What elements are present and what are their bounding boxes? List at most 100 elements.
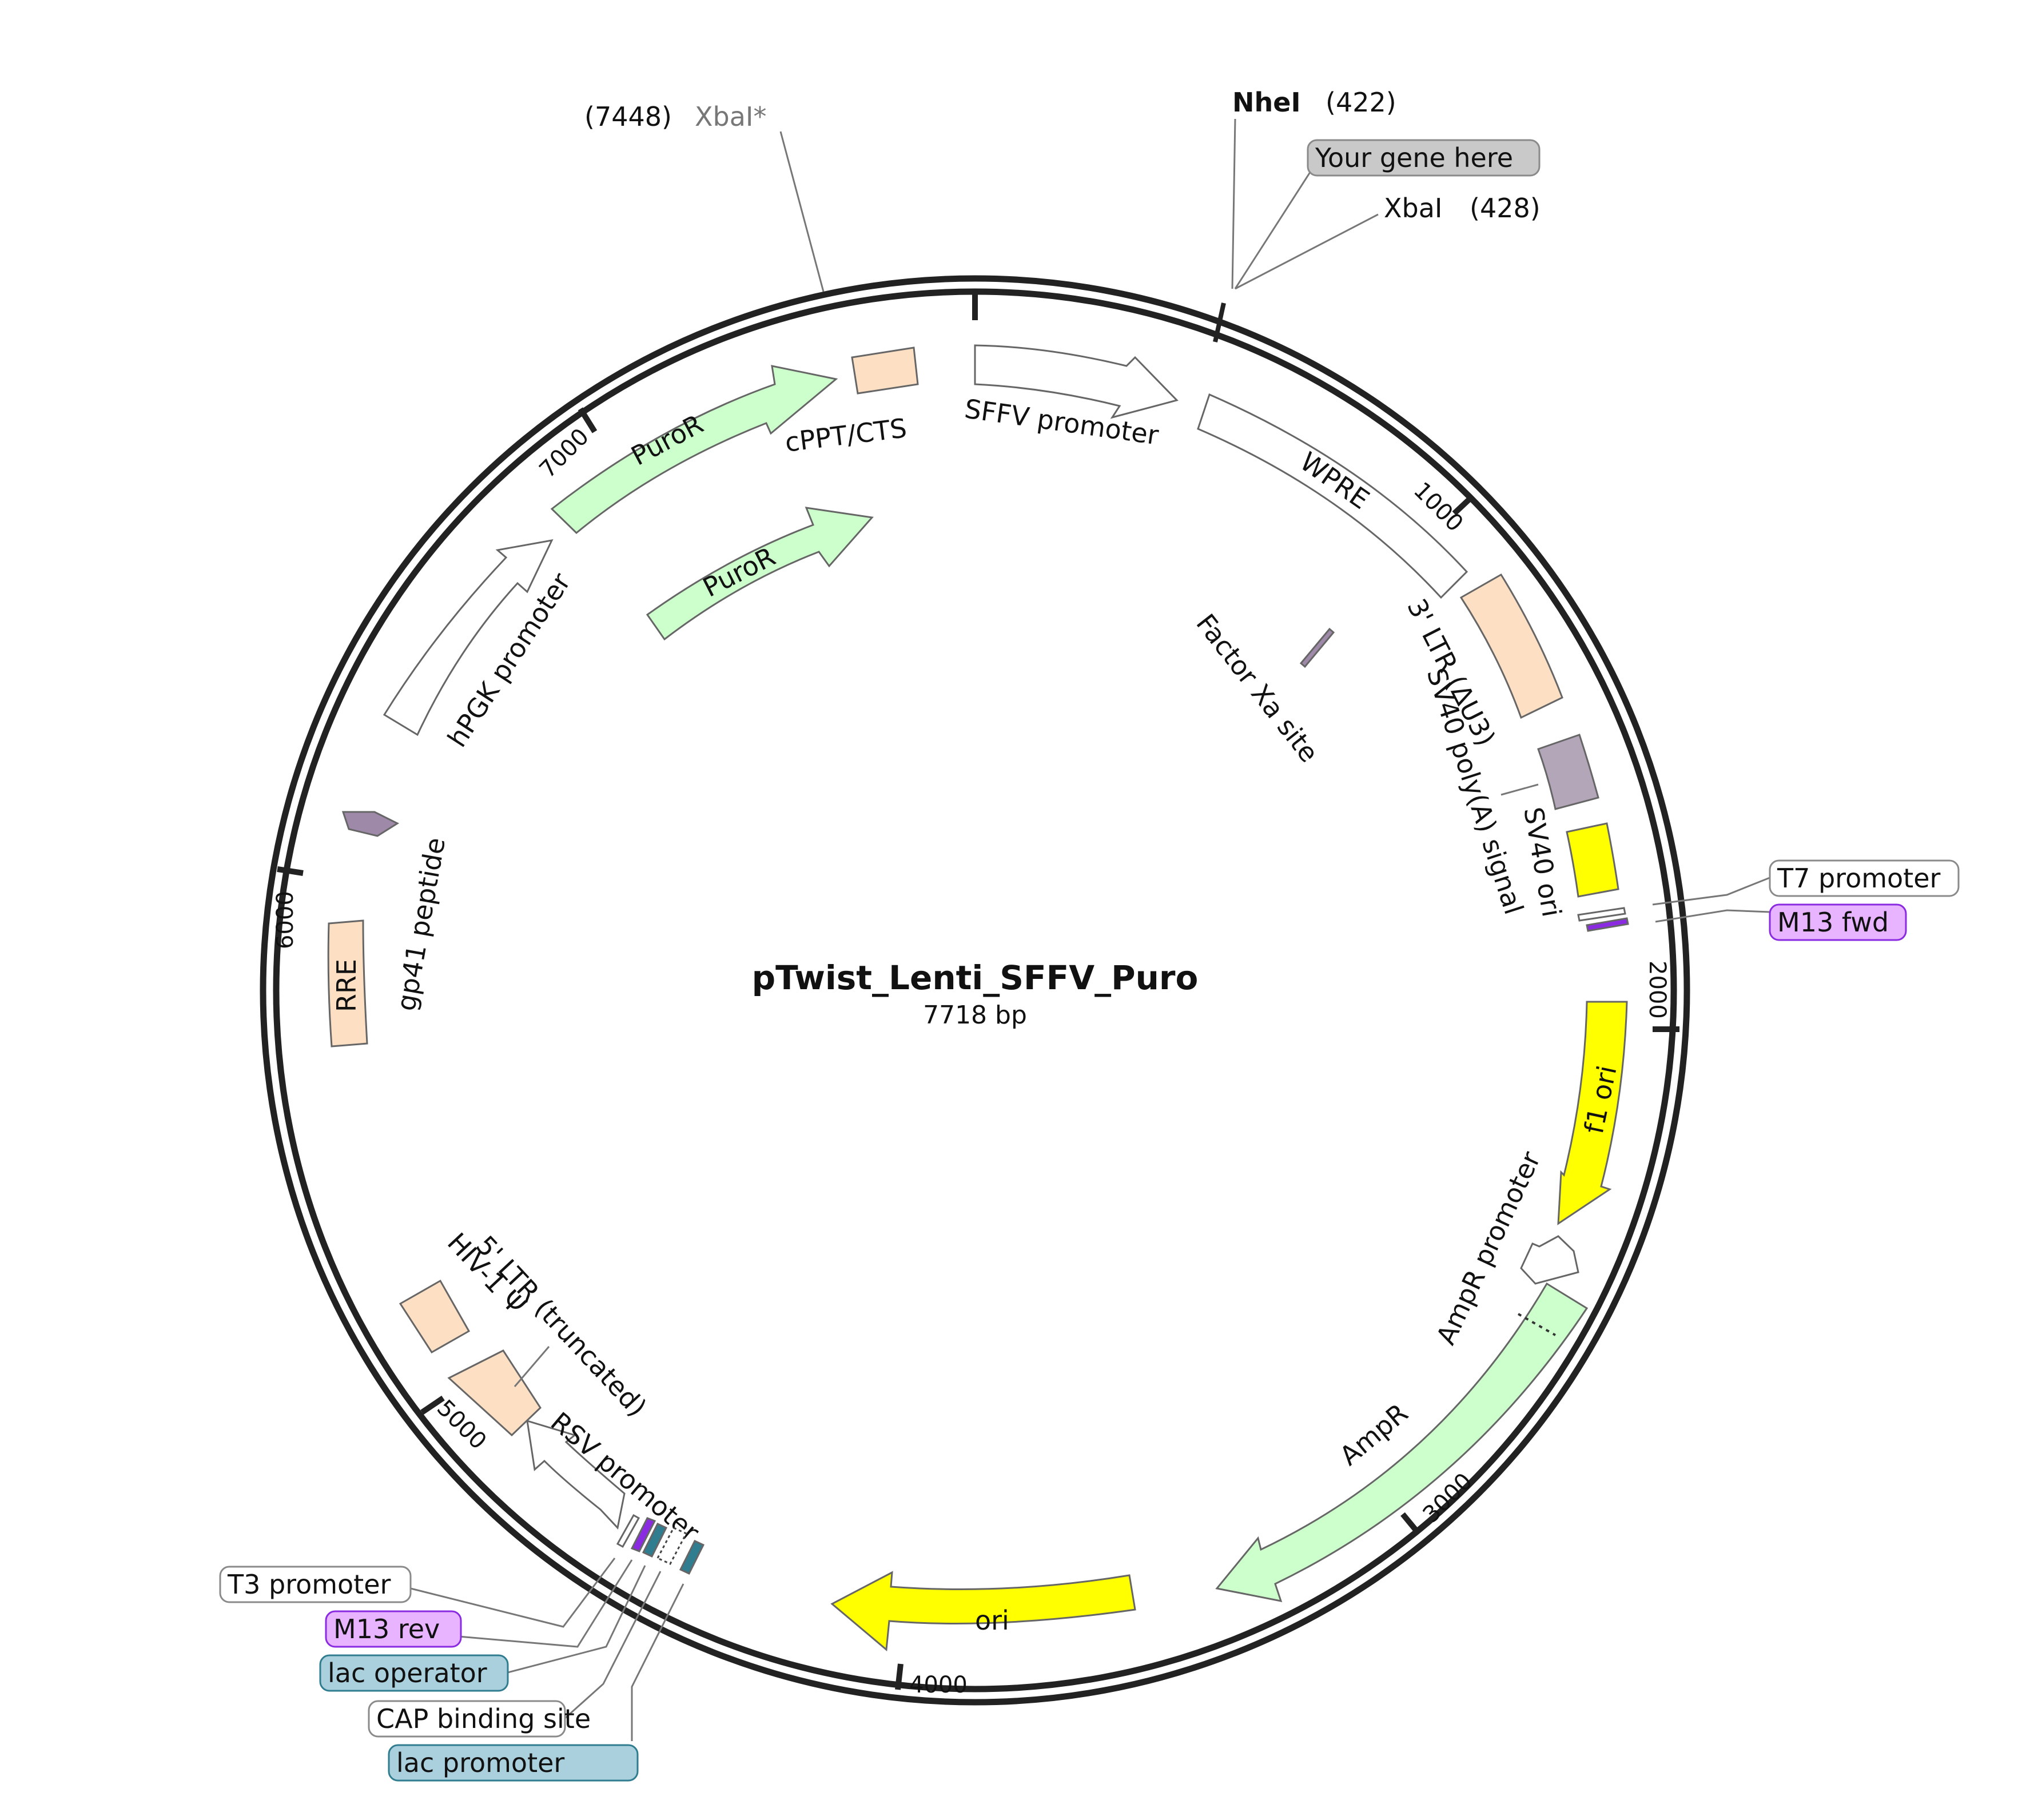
t3-promoter-mark <box>616 1514 640 1548</box>
t7-promoter-label: T7 promoter <box>1777 863 1941 894</box>
rre-label: RRE <box>331 959 362 1012</box>
feature-f1-ori: f1 ori <box>1557 1001 1628 1225</box>
puror-inner-label: PuroR <box>698 541 780 603</box>
xbai-position: (428) <box>1470 193 1541 224</box>
feature-t3-promoter: T3 promoter <box>219 1566 412 1603</box>
feature-ampr: AmpR <box>1215 1282 1589 1602</box>
t7-promoter-mark <box>1577 907 1626 922</box>
cppt-cts-block <box>851 347 919 395</box>
feature-puror-inner: PuroR <box>646 507 874 641</box>
lac-promoter-box <box>368 1700 566 1738</box>
tick-3000 <box>1400 1512 1421 1536</box>
m13-fwd-box <box>1769 903 1907 941</box>
hiv1-psi-block <box>399 1279 471 1354</box>
feature-lac-cluster <box>616 1514 705 1575</box>
plasmid-name: pTwist_Lenti_SFFV_Puro <box>752 958 1199 997</box>
site-xbai-star: (7448) XbaI* <box>584 101 825 292</box>
xbai-star-leader <box>779 131 825 292</box>
lac-promoter-label: CAP binding site <box>376 1703 591 1734</box>
m13-fwd-label: M13 fwd <box>1777 907 1889 938</box>
nhei-leader <box>1231 118 1236 289</box>
tick-label-6000: 6000 <box>272 891 298 949</box>
t3-promoter-label: T3 promoter <box>227 1569 391 1600</box>
t7-promoter-leader <box>1652 877 1770 906</box>
cap-binding-box <box>388 1744 639 1782</box>
ampr-arrow <box>1215 1282 1589 1602</box>
plasmid-title: pTwist_Lenti_SFFV_Puro 7718 bp <box>752 958 1199 1030</box>
t3-promoter-box <box>219 1566 412 1603</box>
your-gene-leader <box>1234 168 1314 289</box>
feature-sv40-ori: SV40 ori <box>1518 805 1619 919</box>
wpre-block <box>1197 393 1468 599</box>
m13-rev-leader <box>412 1559 633 1648</box>
feature-sv40-polya: SV40 poly(A) signal <box>1421 664 1599 918</box>
m13-rev-label: M13 rev <box>333 1614 440 1644</box>
feature-lac-promoter: CAP binding site <box>368 1700 591 1738</box>
site-xbai: XbaI (428) <box>1235 193 1541 290</box>
tick-label-7000: 7000 <box>535 424 595 484</box>
feature-ori: ori <box>830 1571 1136 1651</box>
hpgk-promoter-arrow <box>383 539 554 736</box>
sffv-promoter-arrow <box>974 344 1179 419</box>
gp41-label: gp41 peptide <box>391 835 451 1013</box>
lac-operator-box <box>319 1654 509 1692</box>
t3-promoter-leader <box>410 1558 616 1628</box>
tick-4000 <box>895 1663 903 1690</box>
xbai-star-position: (7448) <box>584 101 672 132</box>
tick-6000 <box>277 866 304 876</box>
sv40-ori-block <box>1566 822 1619 898</box>
tick-5000 <box>420 1395 445 1415</box>
hiv1-psi-leader <box>514 1346 550 1387</box>
lac-cluster-leaders <box>410 1558 684 1741</box>
lac-promoter-leader <box>564 1571 662 1719</box>
sv40-polya-leader <box>1500 783 1539 796</box>
m13-fwd-mark <box>1586 917 1629 932</box>
tick-label-4000: 4000 <box>909 1672 968 1698</box>
feature-rre: RRE <box>327 919 368 1048</box>
t7-promoter-box <box>1769 859 1960 897</box>
f1-ori-arrow <box>1557 1001 1628 1225</box>
hpgk-promoter-label: hPGK promoter <box>441 567 576 752</box>
lac-promoter-mark <box>656 1527 688 1565</box>
site-nhei: NheI (422) <box>1231 87 1396 289</box>
feature-t7-m13fwd-marks <box>1577 877 1770 932</box>
feature-factor-xa: Factor Xa site <box>1190 608 1335 768</box>
xbai-leader <box>1235 213 1379 290</box>
5ltr-block <box>447 1349 542 1437</box>
gp41-arrow <box>341 811 400 837</box>
backbone <box>260 275 1690 1706</box>
ampr-promoter-arrow <box>1520 1235 1579 1285</box>
feature-m13-rev: M13 rev <box>325 1610 462 1648</box>
feature-your-gene-here: Your gene here <box>1234 139 1541 289</box>
ori-arrow <box>830 1571 1136 1651</box>
sv40-polya-block <box>1537 734 1599 810</box>
feature-3ltr: 3' LTR (ΔU3) <box>1401 573 1563 751</box>
factor-xa-label: Factor Xa site <box>1190 608 1324 768</box>
m13-fwd-leader <box>1655 909 1770 923</box>
nhei-name: NheI <box>1232 87 1301 118</box>
rre-block <box>327 919 368 1048</box>
cap-binding-label: lac promoter <box>396 1747 564 1778</box>
lac-operator-mark <box>642 1523 668 1558</box>
your-gene-box <box>1307 139 1541 177</box>
3ltr-block <box>1459 573 1563 719</box>
feature-cap-binding-site: lac promoter <box>388 1744 639 1782</box>
cap-binding-leader <box>631 1583 684 1741</box>
plasmid-size: 7718 bp <box>923 1001 1027 1030</box>
puror-inner-arrow <box>646 507 874 641</box>
puror-outer-arrow <box>550 365 838 535</box>
tick-label-2000: 2000 <box>1644 961 1670 1019</box>
lac-operator-label: lac operator <box>328 1658 487 1688</box>
feature-sffv-promoter: SFFV promoter <box>962 344 1179 451</box>
cppt-cts-label: cPPT/CTS <box>783 412 909 458</box>
feature-t7-promoter: T7 promoter <box>1769 859 1960 897</box>
cap-binding-mark <box>679 1540 705 1575</box>
tick-1000 <box>1452 494 1475 516</box>
xbai-name: XbaI <box>1384 193 1442 224</box>
nhei-position: (422) <box>1326 87 1396 118</box>
factor-xa-mark <box>1299 627 1335 668</box>
xbai-star-name: XbaI* <box>695 101 766 132</box>
feature-rsv-promoter: RSV promoter <box>526 1406 705 1548</box>
your-gene-label: Your gene here <box>1315 142 1513 173</box>
ori-label: ori <box>975 1605 1009 1636</box>
